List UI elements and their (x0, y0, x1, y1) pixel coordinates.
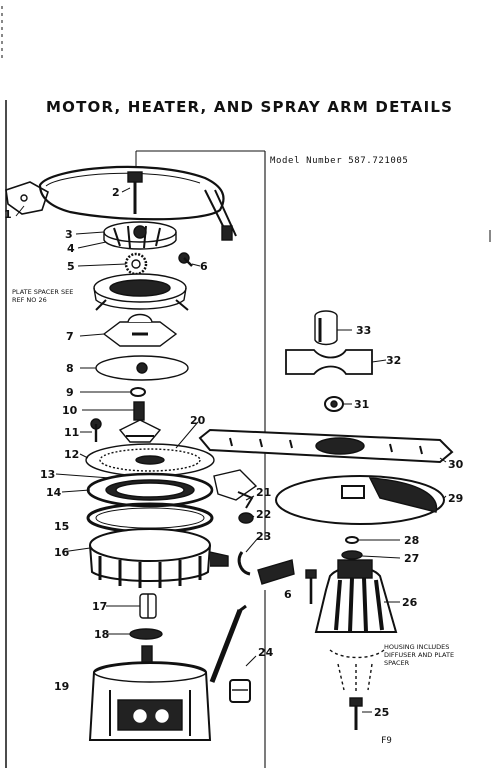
cap (324, 396, 344, 412)
motor (88, 645, 212, 741)
callout-label: 14 (46, 486, 62, 499)
plate-spacer-note: PLATE SPACER SEE REF NO 26 (12, 288, 73, 304)
hose-clamp (209, 604, 251, 703)
sump-assembly (89, 528, 229, 588)
frame-lines (1, 6, 491, 768)
sump-gasket (86, 502, 214, 534)
callout-label: 32 (386, 354, 401, 367)
mounting-screw (90, 418, 102, 442)
heater-screw (127, 171, 143, 214)
spray-deflector (275, 475, 445, 525)
callout-label: 13 (40, 468, 55, 481)
wash-impeller (103, 221, 177, 250)
model-number: Model Number 587.721005 (270, 156, 409, 166)
callout-label: 15 (54, 520, 69, 533)
diffuser-housing (314, 559, 398, 692)
callout-label: 5 (67, 260, 75, 273)
callout-label: 6 (284, 588, 292, 601)
callout-label: 23 (256, 530, 271, 543)
callout-label: 12 (64, 448, 79, 461)
callout-label: 16 (54, 546, 70, 559)
page-title: MOTOR, HEATER, AND SPRAY ARM DETAILS (46, 98, 454, 116)
page-mark: F9 (381, 736, 392, 746)
impeller-washer (124, 252, 148, 276)
callout-label: 11 (64, 426, 79, 439)
spacer (285, 349, 373, 375)
heater-element (5, 165, 237, 241)
coupling (139, 593, 157, 619)
callout-label: 17 (92, 600, 107, 613)
callout-label: 28 (404, 534, 419, 547)
callout-label: 31 (354, 398, 369, 411)
sump-ring (86, 472, 214, 508)
callout-label: 4 (67, 242, 75, 255)
callout-label: 18 (94, 628, 109, 641)
washer (345, 536, 359, 544)
callout-label: 19 (54, 680, 69, 693)
filter-screen (85, 443, 215, 477)
callout-label: 22 (256, 508, 271, 521)
hose (237, 551, 295, 585)
housing-screw (349, 697, 363, 730)
clip (237, 491, 254, 509)
housing-note-line: DIFFUSER AND PLATE (384, 651, 455, 659)
callout-label: 3 (65, 228, 73, 241)
callout-label: 33 (356, 324, 371, 337)
callout-label: 27 (404, 552, 419, 565)
pump-seal (130, 387, 146, 397)
motor-shield (93, 273, 189, 311)
leg-screw (305, 569, 317, 604)
housing-note: HOUSING INCLUDES DIFFUSER AND PLATE SPAC… (384, 643, 454, 667)
shaft-seal (118, 401, 162, 443)
callout-label: 8 (66, 362, 74, 375)
leader-lines (15, 187, 447, 713)
callout-label: 7 (66, 330, 74, 343)
callout-label: 1 (4, 208, 12, 221)
housing-note-line: HOUSING INCLUDES (384, 643, 450, 651)
callout-label: 26 (402, 596, 418, 609)
callout-label: 21 (256, 486, 271, 499)
plate-assembly (102, 313, 178, 347)
callout-label: 9 (66, 386, 74, 399)
lower-spray-arm (198, 428, 454, 464)
callout-label: 24 (258, 646, 274, 659)
mounting-screw-small (178, 252, 193, 267)
callout-label: 2 (112, 186, 120, 199)
slinger (129, 628, 163, 640)
bearing (314, 310, 338, 346)
plate-spacer-note-line: PLATE SPACER SEE (12, 288, 74, 296)
housing-note-line: SPACER (384, 659, 410, 667)
callout-label: 10 (62, 404, 78, 417)
callout-labels: 1 2 3 4 5 6 7 8 9 10 11 12 13 14 15 16 1… (4, 186, 464, 719)
fill-funnel (213, 469, 258, 501)
callout-label: 6 (200, 260, 208, 273)
grommet (238, 512, 254, 524)
plate-spacer-note-line: REF NO 26 (12, 296, 47, 304)
callout-label: 29 (448, 492, 463, 505)
callout-label: 30 (448, 458, 464, 471)
spray-nut (341, 550, 363, 560)
callout-label: 25 (374, 706, 389, 719)
gasket-plate (95, 355, 189, 381)
callout-label: 20 (190, 414, 206, 427)
